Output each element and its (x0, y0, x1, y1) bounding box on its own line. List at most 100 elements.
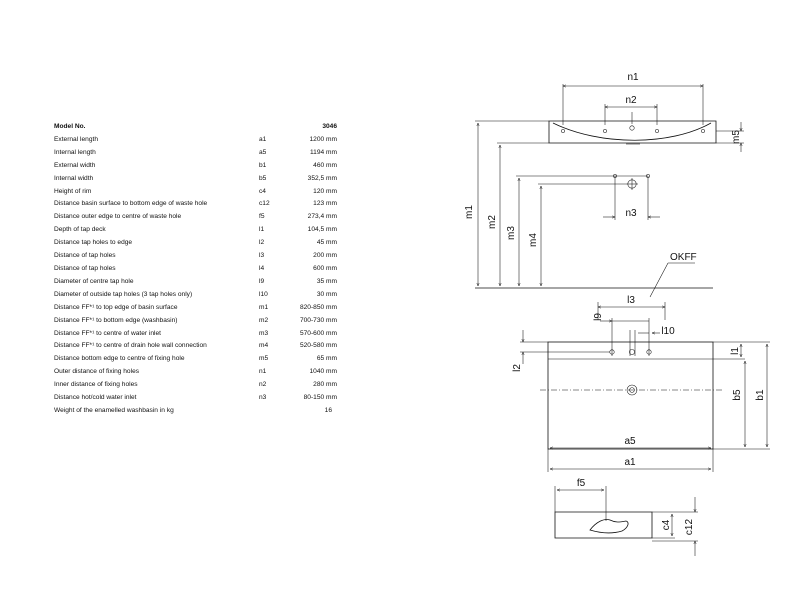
spec-code: m3 (259, 329, 269, 337)
label-l2: l2 (512, 364, 523, 372)
spec-code: l4 (259, 264, 265, 272)
spec-label: Distance bottom edge to centre of fixing… (54, 355, 185, 363)
label-l9: l9 (593, 313, 604, 321)
spec-label: Distance outer edge to centre of waste h… (54, 213, 182, 221)
spec-label: Distance FF*¹ to top edge of basin surfa… (54, 303, 178, 311)
fixing-hole-left (561, 129, 565, 133)
spec-value: 280 mm (313, 381, 337, 389)
tap-hole-front (629, 125, 635, 131)
spec-row: Distance FF*¹ to bottom edge (washbasin)… (54, 315, 354, 328)
label-n2: n2 (625, 95, 637, 106)
spec-code: n1 (259, 368, 267, 376)
spec-code: n3 (259, 394, 267, 402)
spec-row: Outer distance of fixing holes n1 1040 mm (54, 366, 354, 379)
waste-hole-top (626, 384, 638, 396)
spec-value: 700-730 mm (299, 316, 337, 324)
spec-code: b1 (259, 161, 267, 169)
spec-row: Distance bottom edge to centre of fixing… (54, 353, 354, 366)
spec-value: 45 mm (316, 239, 337, 247)
front-view: n1 n2 m5 m1 m2 m3 m4 (464, 72, 744, 298)
tap-hole-centre (629, 349, 635, 355)
spec-row: Distance basin surface to bottom edge of… (54, 198, 354, 211)
spec-row: Diameter of outside tap holes (3 tap hol… (54, 289, 354, 302)
label-c4: c4 (661, 519, 672, 530)
spec-value: 104,5 mm (307, 226, 337, 234)
spec-label: External length (54, 135, 98, 143)
spec-value: 460 mm (313, 161, 337, 169)
spec-value: 1040 mm (309, 368, 338, 376)
label-floor: OKFF (670, 252, 697, 263)
fixing-hole-right (701, 129, 705, 133)
spec-row: Distance hot/cold water inlet n3 80-150 mm (54, 392, 354, 405)
basin-side-bowl (589, 519, 629, 534)
spec-row: Distance FF*¹ to top edge of basin surfa… (54, 302, 354, 315)
spec-row: Internal width b5 352,5 mm (54, 173, 354, 186)
spec-code: l9 (259, 277, 265, 285)
spec-label: Internal width (54, 174, 94, 182)
spec-code: a5 (259, 148, 267, 156)
spec-row: Distance FF*¹ to centre of drain hole wa… (54, 340, 354, 353)
spec-code: m1 (259, 303, 269, 311)
fixing-hole-inner-right (655, 129, 659, 133)
spec-row: Diameter of centre tap hole l9 35 mm (54, 276, 354, 289)
spec-label: Diameter of centre tap hole (54, 277, 134, 285)
spec-code: m5 (259, 355, 269, 363)
spec-label: Outer distance of fixing holes (54, 368, 140, 376)
basin-top-outline (547, 341, 714, 450)
spec-code: b5 (259, 174, 267, 182)
spec-row: External length a1 1200 mm (54, 134, 354, 147)
spec-code: l2 (259, 239, 265, 247)
basin-front-bowl (552, 122, 712, 141)
spec-value: 820-850 mm (299, 303, 337, 311)
spec-header-model: 3046 (322, 123, 337, 130)
basin-side-outline (554, 511, 653, 539)
spec-code: l1 (259, 226, 265, 234)
label-m2: m2 (487, 215, 498, 229)
spec-label: Distance hot/cold water inlet (54, 394, 137, 402)
spec-code: a1 (259, 135, 267, 143)
spec-code: m4 (259, 342, 269, 350)
spec-value: 570-600 mm (299, 329, 337, 337)
spec-label: Depth of tap deck (54, 226, 106, 234)
label-l10: l10 (661, 326, 675, 337)
spec-label: Diameter of outside tap holes (3 tap hol… (54, 290, 193, 298)
spec-value: 200 mm (313, 252, 337, 260)
label-a1: a1 (624, 457, 636, 468)
spec-label: Distance of tap holes (54, 252, 116, 260)
label-m4: m4 (528, 233, 539, 247)
spec-row: Distance outer edge to centre of waste h… (54, 211, 354, 224)
label-m1: m1 (464, 205, 475, 219)
spec-value: 520-580 mm (299, 342, 337, 350)
spec-label: Distance of tap holes (54, 264, 116, 272)
spec-label: Distance FF*¹ to centre of drain hole wa… (54, 342, 207, 350)
spec-value: 352,5 mm (307, 174, 337, 182)
fixing-hole-inner-left (603, 129, 607, 133)
label-n1: n1 (627, 72, 639, 83)
spec-code: l3 (259, 252, 265, 260)
spec-value: 35 mm (316, 277, 337, 285)
spec-value: 273,4 mm (307, 213, 337, 221)
spec-row: Distance of tap holes l3 200 mm (54, 250, 354, 263)
spec-code: m2 (259, 316, 269, 324)
label-b1: b1 (755, 389, 766, 401)
label-l1: l1 (730, 347, 741, 355)
label-n3: n3 (625, 208, 637, 219)
spec-code: f5 (259, 213, 265, 221)
spec-value: 1200 mm (309, 135, 338, 143)
spec-code: c4 (259, 187, 266, 195)
spec-label: Height of rim (54, 187, 92, 195)
spec-code: c12 (259, 200, 270, 208)
spec-value: 16 (324, 406, 332, 414)
label-c12: c12 (684, 519, 695, 536)
label-m3: m3 (506, 226, 517, 240)
spec-value: 80-150 mm (303, 394, 337, 402)
spec-value: 120 mm (313, 187, 337, 195)
label-a5: a5 (624, 436, 636, 447)
